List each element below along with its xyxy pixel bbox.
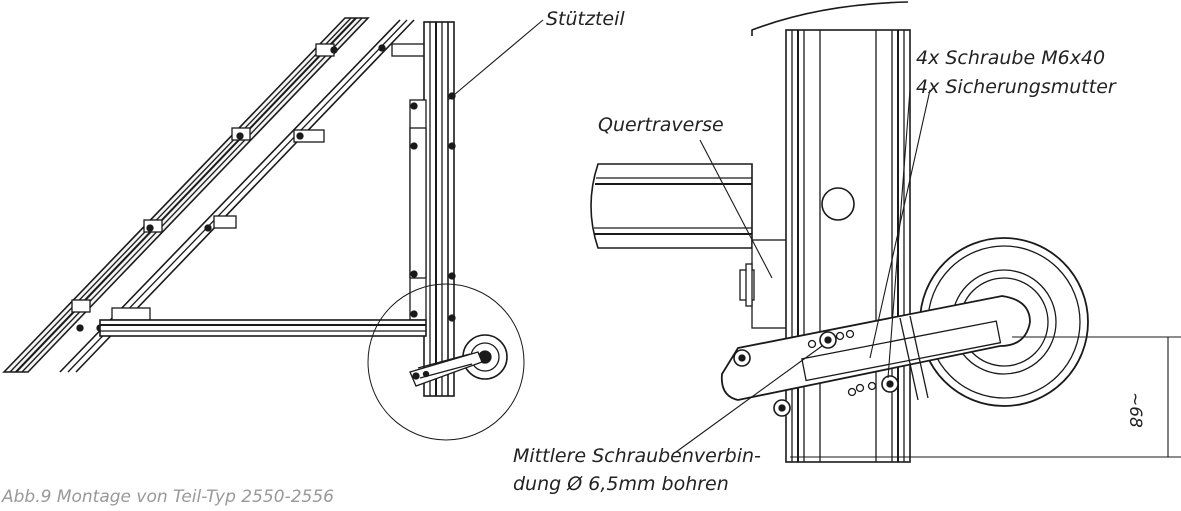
label-screws-line1: 4x Schraube M6x40 (916, 47, 1106, 69)
wheel-arm (720, 295, 1031, 401)
small-wheel (409, 334, 508, 387)
assembly-drawing (2, 1, 1181, 463)
label-screws: 4x Schraube M6x40 4x Sicherungsmutter (916, 44, 1116, 102)
label-screws-line2: 4x Sicherungsmutter (916, 76, 1116, 98)
inclined-rail (2, 17, 415, 373)
quertraverse-beam (590, 163, 753, 249)
leader-schraube-a (887, 89, 911, 379)
arm-bolts (733, 329, 899, 417)
leader-quertraverse (699, 139, 773, 279)
leader-mittlere (675, 345, 823, 453)
detail-circle (367, 283, 525, 441)
detail-view (590, 1, 1181, 463)
label-stuetzteil: Stützteil (546, 8, 625, 30)
post-top-cap (751, 1, 909, 36)
support-post (423, 21, 455, 397)
dimension-label: ~68 (1125, 392, 1145, 428)
overview-view (2, 17, 544, 441)
leader-schraube-b (869, 89, 931, 359)
label-center-bolt-line1: Mittlere Schraubenverbin- (513, 445, 761, 467)
label-center-bolt: Mittlere Schraubenverbin- dung Ø 6,5mm b… (513, 442, 761, 498)
dimension-lines (790, 336, 1181, 458)
label-quertraverse: Quertraverse (598, 114, 724, 136)
detail-side-plate (751, 239, 789, 329)
leader-stuetzteil (447, 19, 544, 101)
detail-post (785, 29, 911, 463)
cross-beam (99, 319, 427, 337)
label-center-bolt-line2: dung Ø 6,5mm bohren (513, 473, 729, 495)
rail-bolts (76, 44, 386, 332)
